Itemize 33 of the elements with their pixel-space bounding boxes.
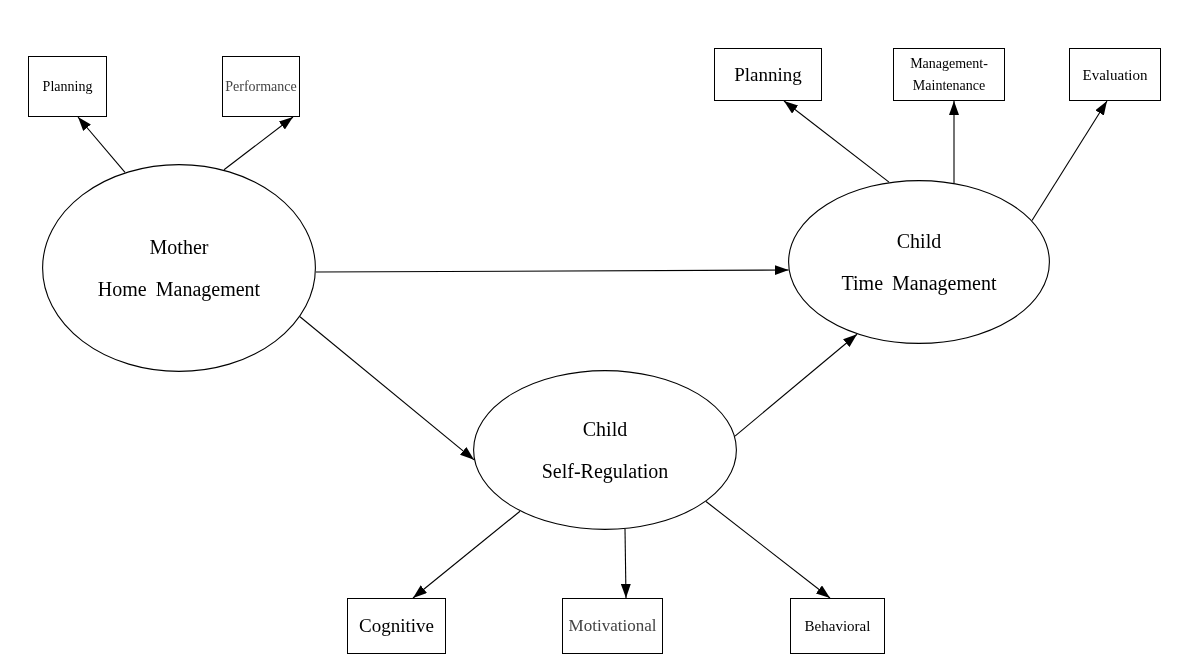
arrow [315, 265, 790, 276]
indicator-box [347, 598, 446, 654]
arrow [412, 510, 521, 599]
node-label: Motivational [568, 615, 657, 637]
node-label: Child [582, 417, 628, 442]
node-label: Performance [225, 77, 297, 96]
node-label: Child [896, 229, 942, 254]
node-label: Management-Maintenance [909, 54, 989, 95]
arrow [949, 100, 959, 184]
node-label: Evaluation [1082, 65, 1148, 85]
indicator-box [893, 48, 1005, 101]
indicator-box [790, 598, 885, 654]
node-label: Behavioral [804, 617, 871, 636]
arrow [77, 116, 126, 173]
arrow [299, 316, 475, 461]
indicator-box [562, 598, 663, 654]
arrow [1031, 100, 1108, 222]
indicator-box [222, 56, 300, 117]
node-label: Planning [734, 63, 802, 86]
arrow [620, 528, 631, 599]
indicator-box [1069, 48, 1161, 101]
indicator-box [28, 56, 107, 117]
node-label: Self-Regulation [541, 459, 669, 485]
indicator-box [714, 48, 822, 101]
node-label: Mother [149, 235, 209, 260]
node-label: Planning [42, 77, 93, 96]
node-label: Home Management [97, 277, 261, 303]
node-label: Time Management [841, 271, 997, 297]
node-label: Cognitive [359, 615, 434, 637]
arrow [734, 333, 858, 437]
arrow [223, 116, 294, 171]
arrow [783, 100, 890, 183]
arrow [705, 500, 831, 599]
